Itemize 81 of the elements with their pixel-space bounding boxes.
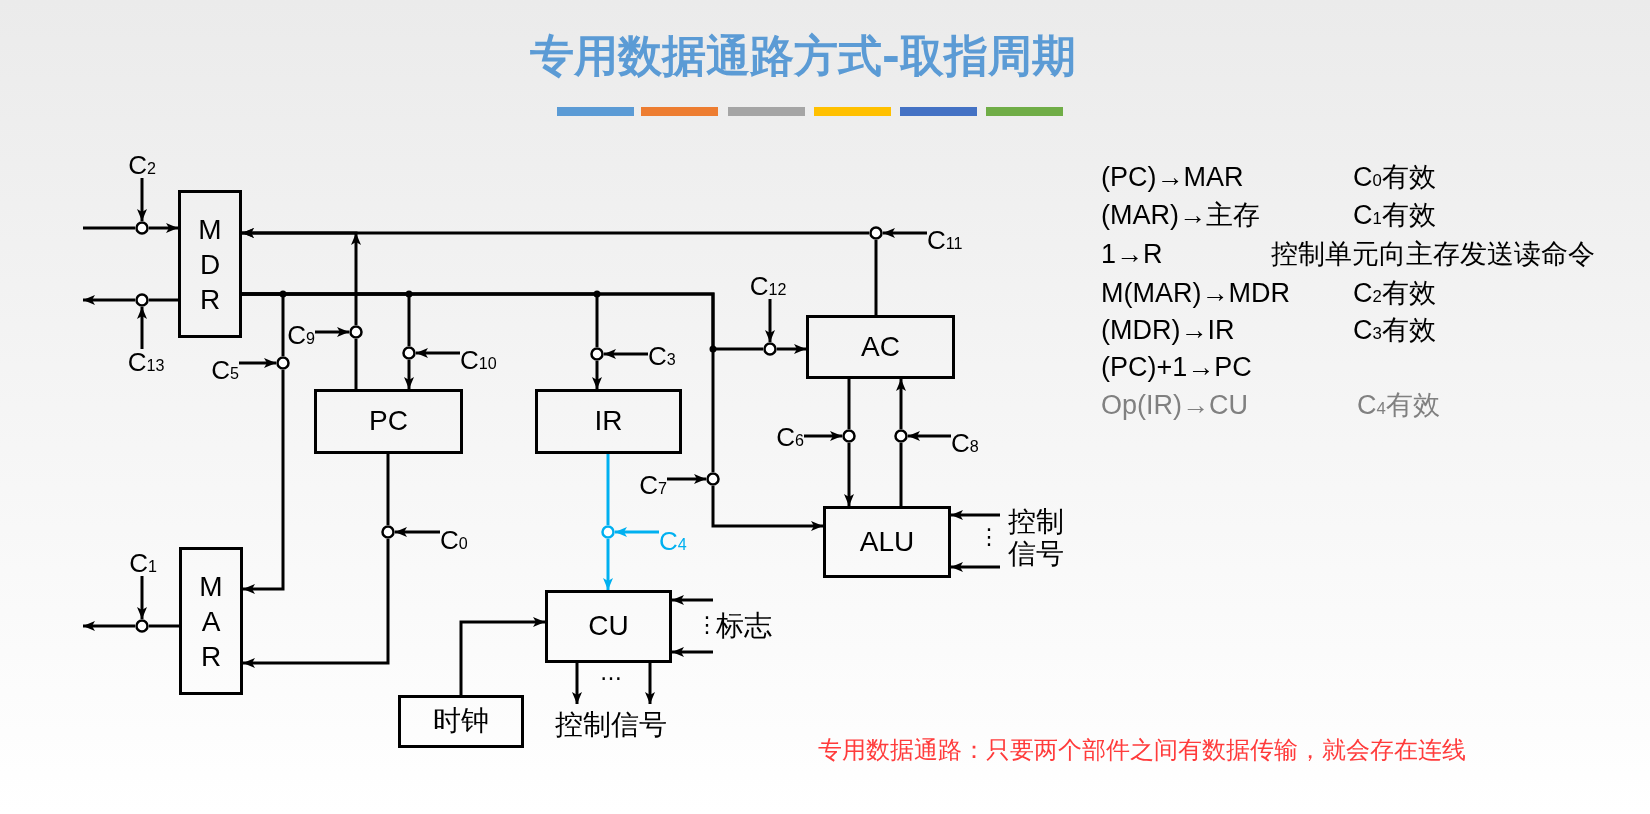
arrow — [777, 344, 806, 354]
note-text: 专用数据通路：只要两个部件之间有数据传输，就会存在连线 — [818, 736, 1466, 765]
register-box: AC — [806, 315, 955, 379]
arrow — [804, 431, 842, 441]
arrow — [459, 617, 545, 695]
gate-circle — [381, 525, 395, 539]
signal-label: 控制信号 — [1000, 505, 1076, 571]
connector-line — [847, 379, 851, 429]
arrow — [592, 361, 602, 389]
micro-operation-text: (PC)→MAR — [1101, 161, 1244, 194]
arrow — [672, 595, 713, 605]
gate-circle — [601, 525, 615, 539]
register-box: M A R — [179, 547, 243, 695]
connector-line — [899, 443, 903, 506]
gate-circle — [135, 221, 149, 235]
arrow — [711, 486, 823, 531]
arrow — [572, 663, 582, 704]
control-note-text: 控制单元向主存发送读命令 — [1271, 238, 1595, 271]
connector-line — [354, 339, 358, 389]
arrow — [604, 349, 648, 359]
connector-line — [149, 298, 178, 302]
clock-box: 时钟 — [398, 695, 524, 748]
arrow — [137, 178, 147, 221]
arrow — [672, 647, 713, 657]
arrow — [315, 327, 349, 337]
ellipsis-mark: ⋮ — [978, 524, 1000, 551]
connector-line — [242, 292, 715, 472]
arrow — [765, 299, 775, 342]
alu-box: ALU — [823, 506, 951, 578]
arrow — [243, 370, 285, 594]
flag-label: 标志 — [713, 596, 779, 656]
gate-circle — [135, 293, 149, 307]
arrow — [83, 295, 135, 305]
arrow — [137, 576, 147, 619]
arrow — [243, 539, 390, 668]
gate-circle — [842, 429, 856, 443]
arrow — [951, 510, 1000, 520]
connector-line — [83, 226, 135, 230]
arrow — [137, 307, 147, 349]
gate-circle — [763, 342, 777, 356]
arrow — [239, 358, 276, 368]
connector-line — [149, 624, 179, 628]
micro-operation-text: (PC)+1→PC — [1101, 351, 1252, 384]
arrow — [404, 360, 414, 389]
arrow — [603, 539, 613, 590]
arrow — [83, 621, 135, 631]
control-unit-box: CU — [545, 590, 672, 663]
arrow — [908, 431, 951, 441]
arrow — [416, 348, 460, 358]
arrow — [242, 228, 361, 325]
arrow — [844, 443, 854, 506]
arrow — [951, 562, 1000, 572]
micro-operation-text: 1→R — [1101, 238, 1163, 271]
connector-line — [606, 454, 610, 525]
gate-circle — [349, 325, 363, 339]
arrow — [615, 527, 659, 537]
micro-operation-text: (MAR)→主存 — [1101, 199, 1260, 232]
gate-circle — [402, 346, 416, 360]
connector-line — [874, 240, 878, 315]
ellipsis-mark: … — [600, 660, 622, 687]
micro-operation-text: (MDR)→IR — [1101, 314, 1235, 347]
register-box: IR — [535, 389, 682, 454]
gate-circle — [276, 356, 290, 370]
gate-circle — [894, 429, 908, 443]
register-box: PC — [314, 389, 463, 454]
title: 专用数据通路方式-取指周期 — [529, 30, 1077, 83]
signal-label: 控制信号 — [548, 704, 673, 746]
gate-circle — [135, 619, 149, 633]
connector-line — [386, 454, 390, 525]
gate-circle — [590, 347, 604, 361]
arrow — [149, 223, 178, 233]
arrow — [645, 663, 655, 704]
gate-circle — [706, 472, 720, 486]
micro-operation-text: M(MAR)→MDR — [1101, 277, 1290, 310]
arrow — [896, 379, 906, 429]
arrow — [667, 474, 706, 484]
arrow — [883, 228, 927, 238]
micro-operation-text: Op(IR)→CU — [1101, 389, 1248, 422]
gate-circle — [869, 226, 883, 240]
register-box: M D R — [178, 190, 242, 338]
arrow — [395, 527, 440, 537]
